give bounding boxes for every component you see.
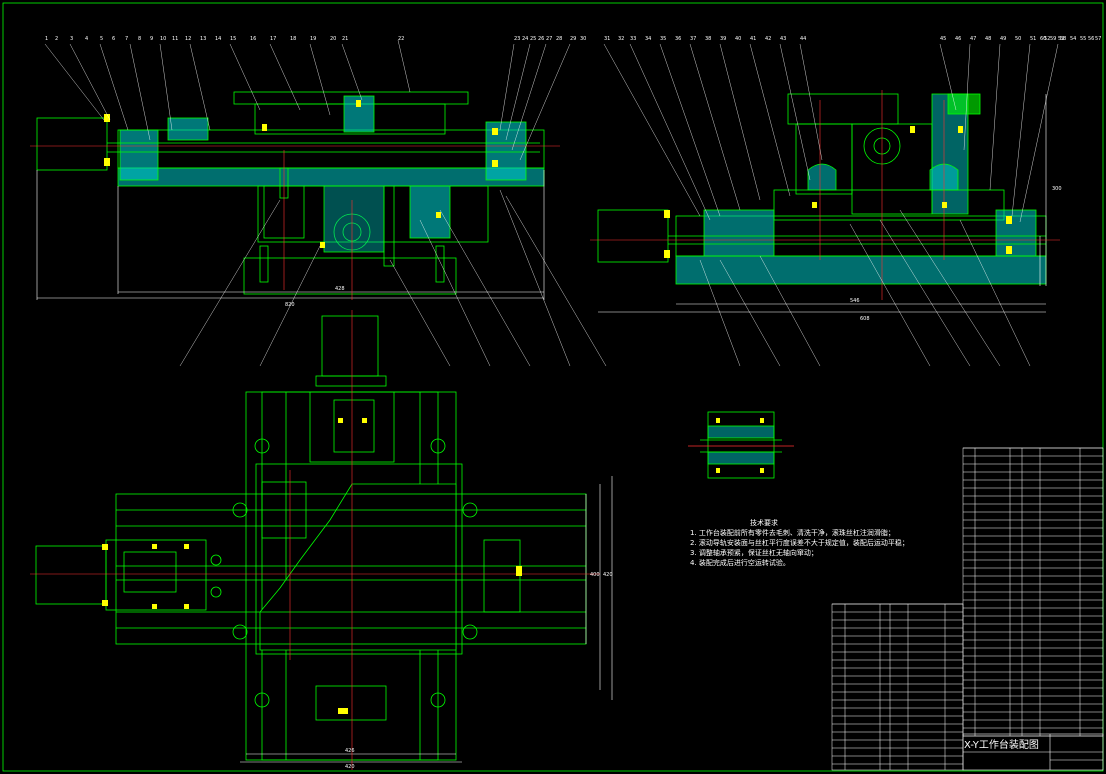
leader-number: 50 (1015, 36, 1021, 42)
leader-number: 44 (800, 36, 806, 42)
leader-number: 54 (1070, 36, 1076, 42)
leader-number: 26 (538, 36, 544, 42)
leader-number: 49 (1000, 36, 1006, 42)
dim-bottom-inner: 420 (345, 764, 355, 770)
parts-list-right (962, 447, 1104, 737)
leader-number: 59 (1050, 36, 1056, 42)
drawing-title: X-Y工作台装配图 (964, 740, 1039, 751)
dim-top-right-inner: 546 (850, 298, 860, 304)
leader-number: 57 (1095, 36, 1101, 42)
leader-number: 52 (1044, 36, 1050, 42)
dim-top-right-width: 608 (860, 316, 870, 322)
leader-number: 12 (185, 36, 191, 42)
motor-right (597, 209, 669, 263)
leader-number: 28 (556, 36, 562, 42)
dim-bottom-width: 426 (345, 748, 355, 754)
leader-number: 36 (675, 36, 681, 42)
leader-number: 9 (150, 36, 153, 42)
tech-notes-heading: 技术要求 (750, 519, 778, 527)
leader-number: 41 (750, 36, 756, 42)
leader-number: 40 (735, 36, 741, 42)
leader-number: 60 (1040, 36, 1046, 42)
leader-number: 22 (398, 36, 404, 42)
leader-number: 46 (955, 36, 961, 42)
leader-number: 3 (70, 36, 73, 42)
leader-number: 30 (580, 36, 586, 42)
leader-number: 27 (546, 36, 552, 42)
leader-number: 5 (100, 36, 103, 42)
tech-note-3: 3. 调整轴承预紧，保证丝杠无轴向窜动； (690, 549, 818, 557)
leader-number: 32 (618, 36, 624, 42)
leader-number: 33 (630, 36, 636, 42)
leader-number: 24 (522, 36, 528, 42)
dim-right-height: 400 (590, 572, 600, 578)
leader-number: 34 (645, 36, 651, 42)
dim-right-height2: 420 (603, 572, 613, 578)
leader-number: 21 (342, 36, 348, 42)
dim-top-left-width: 820 (285, 302, 295, 308)
leader-number: 7 (125, 36, 128, 42)
leader-number: 11 (172, 36, 178, 42)
leader-number: 48 (985, 36, 991, 42)
leader-number: 6 (112, 36, 115, 42)
leader-number: 37 (690, 36, 696, 42)
leader-number: 29 (570, 36, 576, 42)
tech-note-1: 1. 工作台装配前所有零件去毛刺、清洗干净，滚珠丝杠注润滑脂； (690, 529, 895, 537)
leader-number: 56 (1088, 36, 1094, 42)
leader-number: 15 (230, 36, 236, 42)
parts-list-bottom (831, 603, 964, 771)
leader-number: 58 (1060, 36, 1066, 42)
leader-number: 31 (604, 36, 610, 42)
leader-number: 51 (1030, 36, 1036, 42)
front-section-view (30, 39, 607, 367)
dim-right-view-height: 300 (1052, 186, 1062, 192)
leader-number: 13 (200, 36, 206, 42)
leader-number: 10 (160, 36, 166, 42)
title-block-frame (962, 733, 1104, 771)
leader-number: 8 (138, 36, 141, 42)
leader-number: 38 (705, 36, 711, 42)
leader-number: 19 (310, 36, 316, 42)
leader-number: 42 (765, 36, 771, 42)
leader-number: 45 (940, 36, 946, 42)
leader-number: 20 (330, 36, 336, 42)
side-section-view (590, 43, 1060, 367)
base-slab (117, 167, 545, 187)
leader-number: 16 (250, 36, 256, 42)
leader-number: 4 (85, 36, 88, 42)
leader-number: 47 (970, 36, 976, 42)
leader-number: 17 (270, 36, 276, 42)
leader-number: 1 (45, 36, 48, 42)
leader-number: 55 (1080, 36, 1086, 42)
motor-left-plan (35, 545, 107, 605)
leader-number: 39 (720, 36, 726, 42)
leader-number: 35 (660, 36, 666, 42)
dim-top-left-inner: 428 (335, 286, 345, 292)
leader-number: 14 (215, 36, 221, 42)
leader-number: 53 (1058, 36, 1064, 42)
detail-view (688, 411, 794, 479)
plan-view (30, 310, 613, 770)
leader-number: 25 (530, 36, 536, 42)
leader-number: 18 (290, 36, 296, 42)
leader-number: 2 (55, 36, 58, 42)
motor-top-plan (321, 315, 379, 377)
tech-note-2: 2. 滚动导轨安装面与丝杠平行度误差不大于规定值，装配后运动平稳； (690, 539, 909, 547)
leader-number: 23 (514, 36, 520, 42)
technical-notes: 技术要求 1. 工作台装配前所有零件去毛刺、清洗干净，滚珠丝杠注润滑脂； 2. … (690, 518, 940, 568)
tech-note-4: 4. 装配完成后进行空运转试验。 (690, 559, 790, 567)
motor-left (36, 117, 108, 171)
leader-number: 43 (780, 36, 786, 42)
